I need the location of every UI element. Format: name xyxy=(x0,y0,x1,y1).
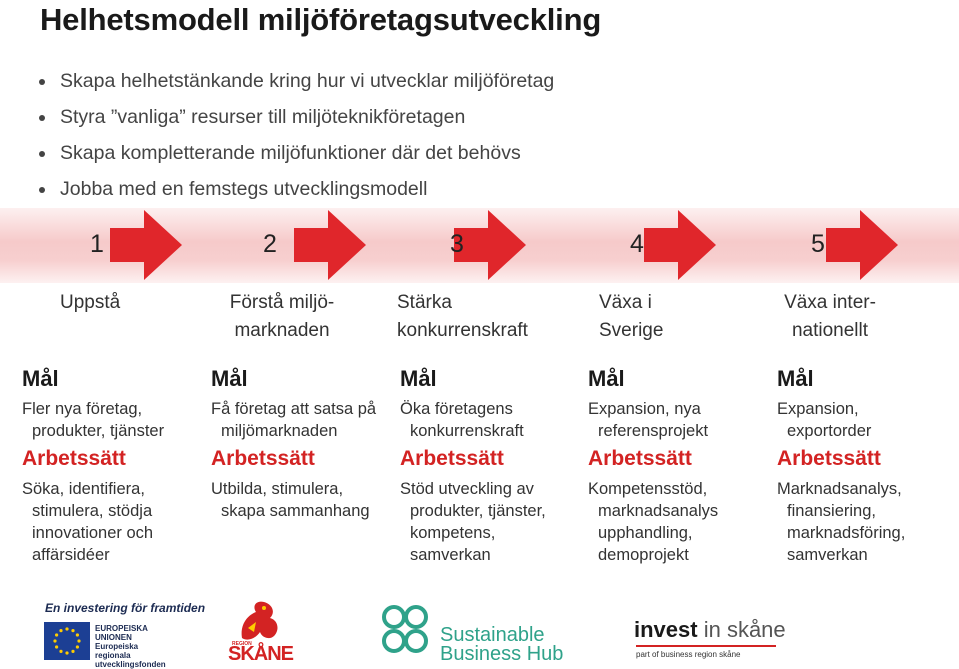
arrow-right-icon xyxy=(826,210,898,280)
bullet-list: Skapa helhetstänkande kring hur vi utvec… xyxy=(36,66,554,210)
invest-underline xyxy=(636,645,776,647)
eu-text-line: regionala xyxy=(95,651,131,660)
method-text: Stöd utveckling av produkter, tjänster, … xyxy=(400,480,546,564)
skane-label: SKÅNE xyxy=(228,643,294,665)
method-text: Söka, identifiera, stimulera, stödja inn… xyxy=(22,480,154,564)
method-text: Marknadsanalys, finansiering, marknadsfö… xyxy=(777,480,906,564)
eu-text: EUROPEISKA UNIONEN Europeiska regionala … xyxy=(95,624,166,669)
arrow-right-icon xyxy=(454,210,526,280)
page-title: Helhetsmodell miljöföretagsutveckling xyxy=(40,2,602,37)
method-heading: Arbetssätt xyxy=(588,447,692,470)
region-label: REGION xyxy=(232,641,252,647)
step-name-line: Uppstå xyxy=(60,292,121,313)
bullet-item: Jobba med en femstegs utvecklingsmodell xyxy=(36,174,554,210)
step-name: Växa i Sverige xyxy=(599,289,663,345)
invest-tagline: part of business region skåne xyxy=(636,650,741,659)
method-heading: Arbetssätt xyxy=(777,447,881,470)
arrow-right-icon xyxy=(294,210,366,280)
goal-column: Mål Fler nya företag, produkter, tjänste… xyxy=(22,364,204,566)
goal-text: Expansion, nya referensprojekt xyxy=(588,400,709,440)
step-name-line: marknaden xyxy=(234,320,330,341)
method-text: Kompetensstöd, marknadsanalys upphandlin… xyxy=(588,480,719,564)
step-name-line: Växa inter- xyxy=(784,292,876,313)
sbh-line: Sustainable xyxy=(440,624,545,646)
goal-text: Expansion, exportorder xyxy=(777,400,872,440)
step-name-line: Stärka xyxy=(397,292,452,313)
goal-column: Mål Expansion, nya referensprojekt Arbet… xyxy=(588,364,770,566)
goal-heading: Mål xyxy=(588,366,625,391)
invest-bold: invest xyxy=(634,617,698,642)
step-name-line: konkurrenskraft xyxy=(397,320,528,341)
method-heading: Arbetssätt xyxy=(22,447,126,470)
step-name-line: nationellt xyxy=(791,320,869,341)
step-name-line: Förstå miljö- xyxy=(229,292,335,313)
goal-heading: Mål xyxy=(400,366,437,391)
eu-text-line: Europeiska xyxy=(95,642,139,651)
goal-text: Fler nya företag, produkter, tjänster xyxy=(22,400,165,440)
goal-column: Mål Få företag att satsa på miljömarknad… xyxy=(211,364,393,522)
goal-column: Mål Öka företagens konkurrenskraft Arbet… xyxy=(400,364,582,566)
sbh-knot-icon xyxy=(382,605,428,653)
step-number: 1 xyxy=(90,230,104,258)
bullet-item: Skapa helhetstänkande kring hur vi utvec… xyxy=(36,66,554,102)
invest-rest: in skåne xyxy=(697,617,786,642)
step-number: 5 xyxy=(811,230,825,258)
sbh-line: Business Hub xyxy=(440,643,564,665)
arrow-right-icon xyxy=(110,210,182,280)
eu-text-line: UNIONEN xyxy=(95,633,132,642)
goal-column: Mål Expansion, exportorder Arbetssätt Ma… xyxy=(777,364,959,566)
eu-text-line: utvecklingsfonden xyxy=(95,660,166,669)
goal-text: Få företag att satsa på miljömarknaden xyxy=(211,400,377,440)
goal-heading: Mål xyxy=(22,366,59,391)
eu-tagline: En investering för framtiden xyxy=(45,601,206,615)
method-heading: Arbetssätt xyxy=(400,447,504,470)
goal-heading: Mål xyxy=(777,366,814,391)
method-text: Utbilda, stimulera, skapa sammanhang xyxy=(211,480,370,520)
eu-flag-icon xyxy=(44,622,90,660)
goal-heading: Mål xyxy=(211,366,248,391)
step-name: Växa inter- nationellt xyxy=(780,289,880,345)
method-heading: Arbetssätt xyxy=(211,447,315,470)
bullet-item: Styra ”vanliga” resurser till miljötekni… xyxy=(36,102,554,138)
goal-text: Öka företagens konkurrenskraft xyxy=(400,400,524,440)
step-name: Förstå miljö- marknaden xyxy=(227,289,337,345)
bullet-item: Skapa kompletterande miljöfunktioner där… xyxy=(36,138,554,174)
step-name-line: Växa i xyxy=(599,292,652,313)
invest-logo-text: invest in skåne xyxy=(634,617,786,643)
arrow-right-icon xyxy=(644,210,716,280)
sbh-logo-text: Sustainable Business Hub xyxy=(440,624,564,665)
griffin-logo-icon xyxy=(241,601,278,640)
step-name: Uppstå xyxy=(60,289,120,317)
step-name-line: Sverige xyxy=(599,320,664,341)
step-number: 2 xyxy=(263,230,277,258)
eu-text-line: EUROPEISKA xyxy=(95,624,148,633)
step-name: Stärka konkurrenskraft xyxy=(397,289,528,345)
step-number: 4 xyxy=(630,230,644,258)
step-number: 3 xyxy=(450,230,464,258)
